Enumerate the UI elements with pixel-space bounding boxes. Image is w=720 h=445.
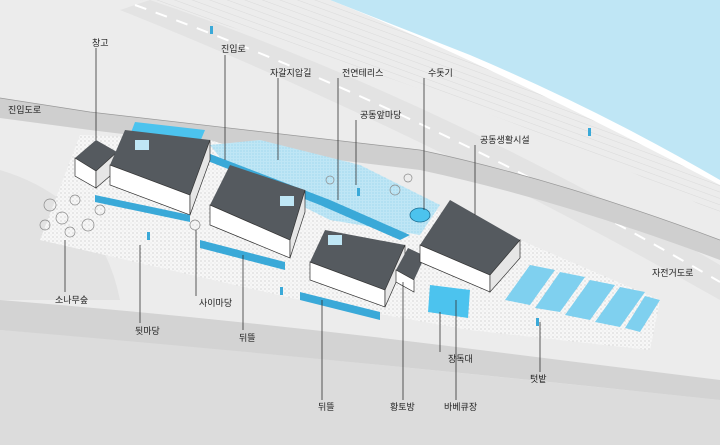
- vegetable-garden: [505, 265, 660, 332]
- house-1: [95, 130, 211, 222]
- terrain-band: [0, 300, 720, 400]
- leader-lines: [64, 48, 541, 400]
- terrain-band: [140, 0, 720, 215]
- water-area: [330, 0, 720, 180]
- label-common-front-yard: 공동앞마당: [360, 109, 401, 121]
- label-gravel-path: 자갈지압길: [270, 67, 311, 79]
- label-faucet: 수돗기: [428, 68, 453, 79]
- label-vegetable-garden: 텃밭: [530, 374, 547, 385]
- pine-forest: [39, 173, 413, 238]
- house-2: [200, 165, 306, 270]
- fountain: [409, 207, 431, 223]
- label-backyard: 뒷마당: [135, 325, 160, 337]
- label-terrace: 전연테리스: [342, 68, 383, 79]
- bicycle-road-centerline: [134, 4, 720, 283]
- label-rear-garden-1: 뒤뜰: [239, 332, 256, 344]
- label-jar-terrace: 장독대: [448, 354, 473, 365]
- label-pine-forest: 소나무숲: [55, 295, 88, 306]
- clay-room: [395, 248, 425, 293]
- entry-road-edge: [0, 97, 720, 241]
- community-building: [419, 200, 521, 293]
- bicycle-road: [120, 0, 720, 300]
- house-3: [300, 230, 406, 320]
- terrain-band: [0, 330, 720, 445]
- people-figures: [147, 26, 591, 326]
- common-front-yard: [210, 140, 440, 235]
- label-community-facility: 공동생활시설: [480, 134, 530, 146]
- pool: [130, 122, 205, 142]
- pool: [428, 285, 470, 318]
- label-barbecue: 바베큐장: [444, 402, 477, 413]
- label-entry-path: 진입로: [221, 43, 246, 55]
- label-warehouse: 창고: [92, 38, 109, 49]
- label-clay-room: 황토방: [390, 402, 415, 413]
- label-rear-garden-2: 뒤뜰: [318, 401, 335, 413]
- label-side-yard: 사이마당: [199, 298, 232, 309]
- label-bicycle-road: 자전거도로: [652, 268, 693, 279]
- label-entry-road: 진입도로: [8, 104, 41, 116]
